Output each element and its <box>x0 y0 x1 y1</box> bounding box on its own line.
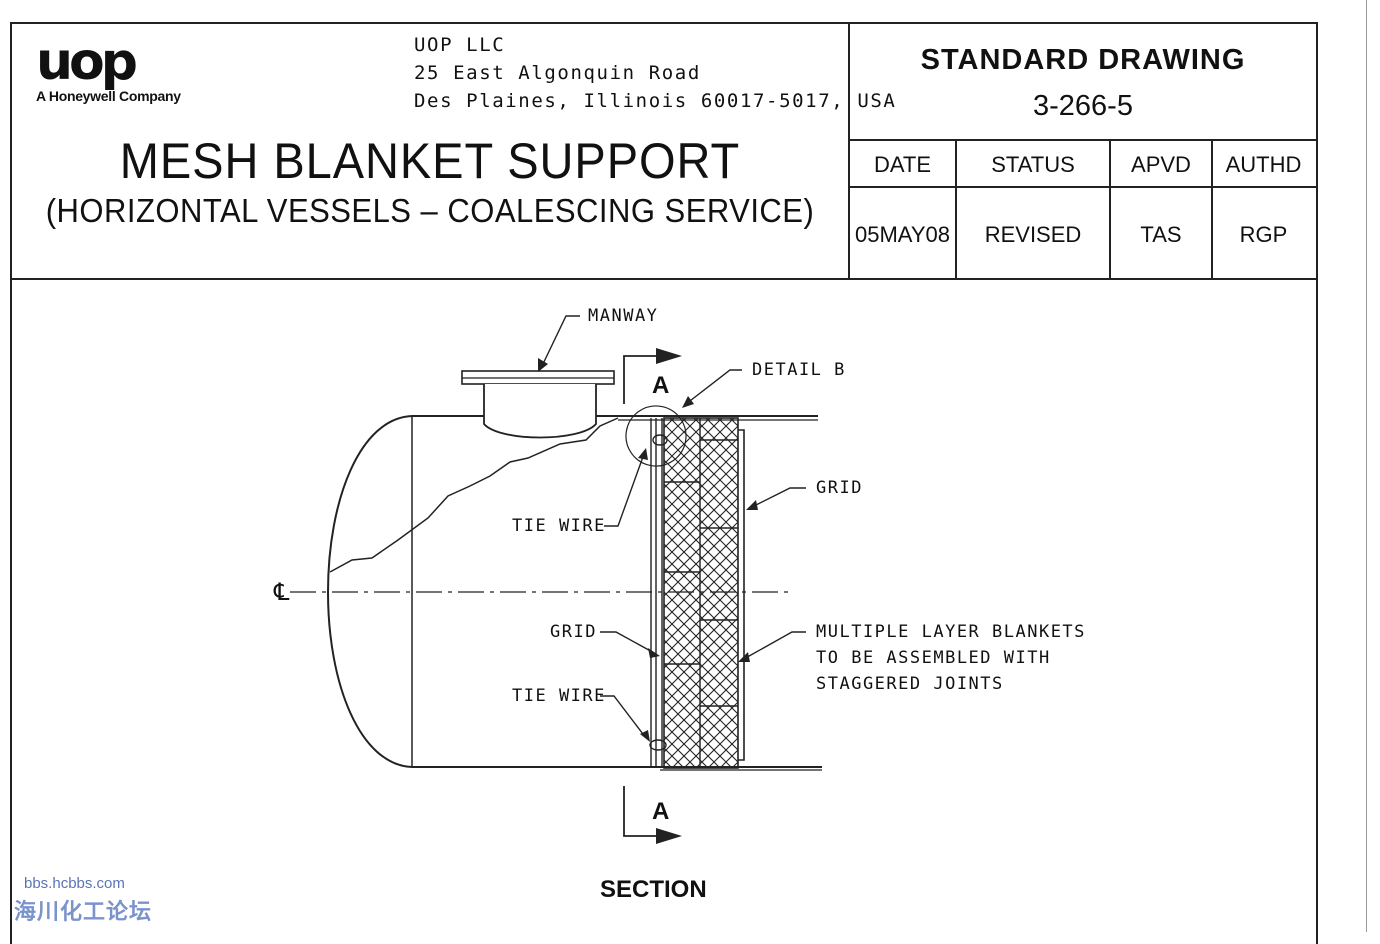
mesh-blanket-layers <box>663 417 739 769</box>
table-col-line-1 <box>955 139 957 280</box>
title-block-divider <box>848 22 850 280</box>
title-block-bottom-line <box>10 278 1316 280</box>
section-mark-top: A <box>652 372 670 399</box>
table-value-date: 05MAY08 <box>855 222 950 247</box>
grid-top-label: GRID <box>816 478 863 498</box>
standard-drawing-number: 3-266-5 <box>1033 90 1133 122</box>
table-header-date: DATE <box>873 152 932 177</box>
detail-b-leader <box>685 369 742 405</box>
centerline-symbol: ℄ <box>274 579 290 606</box>
scan-edge-line <box>1366 0 1367 932</box>
manway-nozzle <box>483 384 597 439</box>
company-city: Des Plaines, Illinois 60017-5017, USA <box>414 90 897 112</box>
drawing-frame <box>10 22 1318 944</box>
table-col-line-2 <box>1109 139 1111 280</box>
grid-left-leader <box>600 631 657 655</box>
table-header-line <box>848 186 1316 188</box>
uop-logo: uop <box>36 32 138 92</box>
right-grid <box>738 429 745 761</box>
section-arrow-top <box>623 355 668 404</box>
tie-wire-top-leader <box>604 453 645 527</box>
watermark-name: 海川化工论坛 <box>14 899 153 924</box>
company-street: 25 East Algonquin Road <box>414 62 701 84</box>
detail-b-label: DETAIL B <box>752 360 846 380</box>
grid-top-leader <box>749 487 806 509</box>
note-line-1: MULTIPLE LAYER BLANKETS <box>816 622 1086 642</box>
manway-label: MANWAY <box>588 306 659 326</box>
break-line <box>329 417 619 573</box>
tie-wire-bottom-leader <box>600 695 647 739</box>
standard-block-bottom-line <box>848 139 1316 141</box>
logo-subtext: A Honeywell Company <box>36 88 181 104</box>
table-col-line-3 <box>1211 139 1213 280</box>
manway-leader <box>541 315 580 367</box>
section-arrow-bottom <box>623 786 668 837</box>
company-name: UOP LLC <box>414 34 506 56</box>
note-line-2: TO BE ASSEMBLED WITH <box>816 648 1051 668</box>
watermark-url: bbs.hcbbs.com <box>24 875 125 892</box>
standard-drawing-heading: STANDARD DRAWING <box>920 44 1246 76</box>
drawing-title: MESH BLANKET SUPPORT <box>119 133 741 189</box>
table-header-status: STATUS <box>991 152 1075 177</box>
section-caption: SECTION <box>600 876 707 903</box>
vessel-head <box>326 415 413 768</box>
detail-b-circle <box>625 405 687 467</box>
tie-wire-top-label: TIE WIRE <box>512 516 606 536</box>
section-mark-bottom: A <box>652 798 670 825</box>
grid-left-label: GRID <box>550 622 597 642</box>
table-value-status: REVISED <box>984 222 1082 247</box>
tie-wire-bottom-label: TIE WIRE <box>512 686 606 706</box>
table-value-apvd: TAS <box>1140 222 1182 247</box>
note-line-3: STAGGERED JOINTS <box>816 674 1004 694</box>
table-header-authd: AUTHD <box>1225 152 1302 177</box>
drawing-subtitle: (HORIZONTAL VESSELS – COALESCING SERVICE… <box>45 192 815 229</box>
note-leader <box>741 631 806 661</box>
table-value-authd: RGP <box>1239 222 1288 247</box>
table-header-apvd: APVD <box>1131 152 1191 177</box>
